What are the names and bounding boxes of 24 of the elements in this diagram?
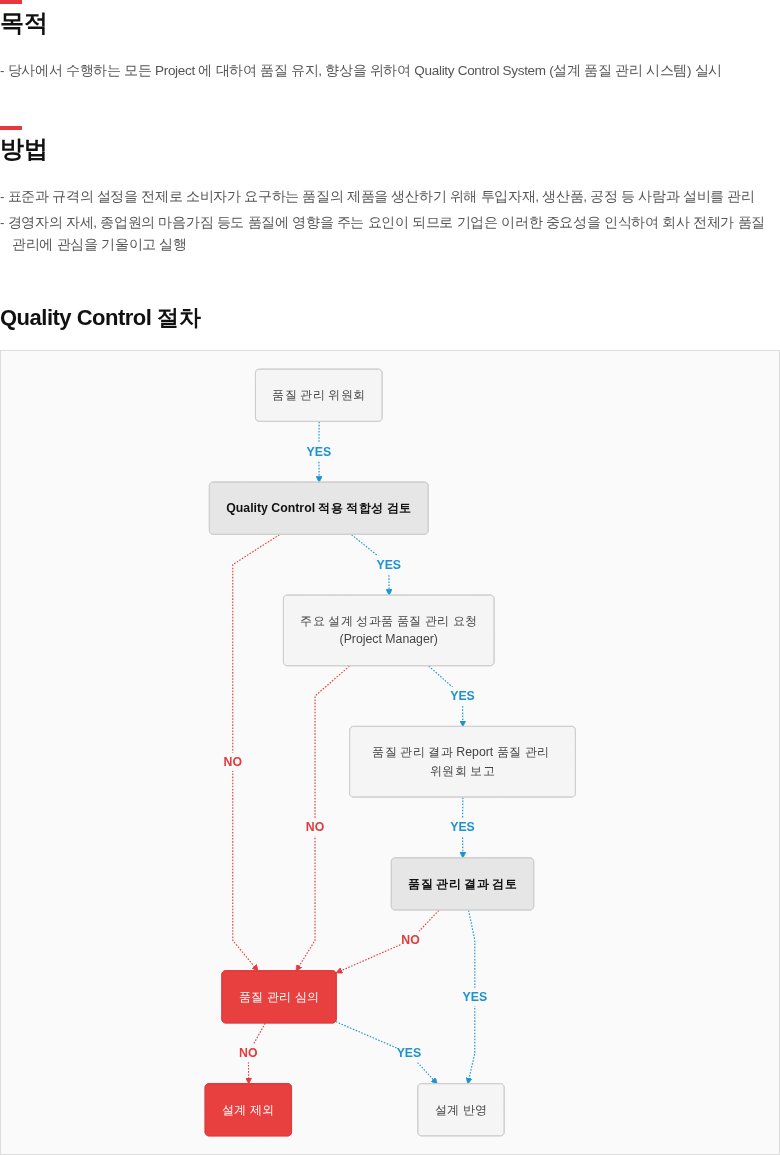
edge-label: YES	[449, 689, 475, 703]
edge-label: NO	[305, 820, 324, 834]
edge-label: YES	[462, 989, 487, 1003]
section-heading: 목적	[0, 8, 49, 38]
edge-label: NO	[223, 754, 242, 768]
arrow	[295, 665, 350, 972]
bullet-text: - 경영자의 자세, 종업원의 마음가짐 등도 품질에 영향을 주는 요인이 되므로 기업은 이러한 중요성을 인식하여 회사 전체가 품질 관리에 관심을 기울이고 실행	[0, 214, 766, 254]
edge-label: YES	[306, 444, 331, 458]
arrow	[335, 1021, 438, 1085]
arrow	[427, 665, 466, 728]
arrow	[335, 909, 440, 974]
edge-label: YES	[449, 820, 475, 834]
section-heading: 방법	[0, 134, 49, 164]
bullet-text: - 표준과 규격의 설정을 전제로 소비자가 요구하는 품질의 제품을 생산하기 위해 투입자재, 생산품, 공정 등 사람과 설비를 관리	[0, 188, 756, 206]
arrow	[231, 534, 280, 972]
arrow	[244, 1022, 266, 1085]
arrow	[315, 421, 323, 483]
diagram-title: Quality Control 절차	[0, 304, 202, 332]
edge-label: YES	[376, 557, 401, 571]
edge-label: NO	[238, 1046, 258, 1060]
edge-label: YES	[396, 1046, 421, 1060]
bullet-text: - 당사에서 수행하는 모든 Project 에 대하여 품질 유지, 향상을 위하여 Quality Control System (설계 품질 관리 시스템) 실시	[0, 62, 724, 80]
edge-label: NO	[400, 933, 420, 947]
arrow	[465, 909, 476, 1085]
